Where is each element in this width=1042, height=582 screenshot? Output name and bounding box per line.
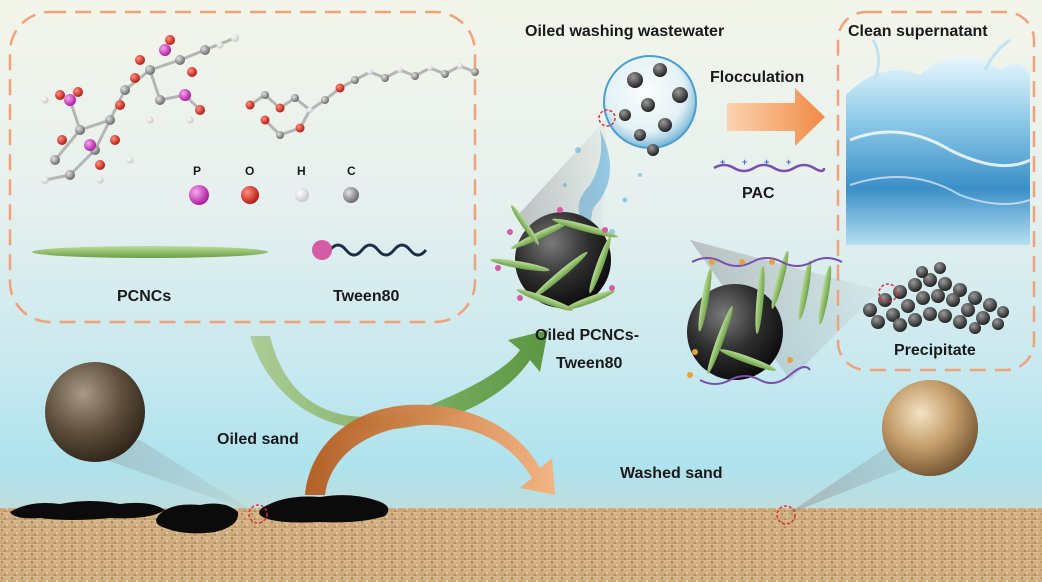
oiled-pcncs-rods — [490, 205, 618, 311]
oiled-pcncs-label-line2: Tween80 — [556, 355, 623, 372]
clean-supernatant-label: Clean supernatant — [848, 23, 988, 40]
oiled-sand-label: Oiled sand — [217, 431, 299, 448]
flocculated-charge-marks — [687, 259, 793, 378]
result-dashed-box — [836, 10, 1036, 372]
precipitate-label: Precipitate — [894, 342, 976, 359]
orange-curved-arrow — [305, 404, 555, 495]
atom-label-o: O — [245, 164, 255, 178]
svg-text:+: + — [742, 157, 747, 167]
oiled-washing-wastewater-label: Oiled washing wastewater — [525, 23, 725, 40]
pcnc-molecule-atoms — [41, 34, 239, 184]
oiled-sand-sphere — [45, 362, 145, 462]
precipitate-pile — [863, 262, 1009, 334]
wastewater-zoom-marker — [598, 109, 616, 127]
phosphorus-atom-sphere — [189, 185, 209, 205]
flocculated-rods — [698, 251, 832, 374]
flocculation-label: Flocculation — [710, 69, 805, 86]
flocculated-pac-chains — [691, 257, 843, 385]
atom-label-p: P — [193, 164, 202, 178]
oiled-pcncs-label-line1: Oiled PCNCs- — [535, 327, 640, 344]
atom-label-c: C — [347, 164, 356, 178]
precipitate-zoom-marker — [878, 283, 898, 303]
pcnc-rod-icon — [32, 246, 268, 258]
bubble-oil-particles — [619, 63, 688, 156]
tween80-label: Tween80 — [333, 288, 400, 305]
washed-sand-zoom-marker — [776, 505, 796, 525]
washed-sand-label: Washed sand — [620, 465, 723, 482]
oxygen-atom-sphere — [241, 186, 259, 204]
carbon-atom-sphere — [343, 187, 359, 203]
green-curved-arrow — [250, 330, 548, 430]
pac-chain-icon: + + + + — [713, 157, 826, 173]
tween80-molecule-model — [245, 63, 479, 139]
pcncs-label: PCNCs — [117, 288, 172, 305]
tween80-icon — [312, 240, 428, 260]
hydrogen-atom-sphere — [295, 188, 309, 202]
atom-label-h: H — [297, 164, 306, 178]
sand-bed — [0, 508, 1042, 582]
pac-label: PAC — [742, 185, 775, 202]
svg-text:+: + — [786, 157, 791, 167]
oiled-sand-zoom-marker — [248, 504, 268, 524]
oiled-pcncs-tween-heads — [495, 207, 615, 301]
floc-zoom-cone — [690, 240, 880, 380]
flocculation-arrow — [727, 88, 825, 146]
washed-sand-sphere — [882, 380, 978, 476]
legend-dashed-box — [8, 10, 477, 324]
oil-slicks — [10, 495, 389, 534]
svg-text:+: + — [720, 157, 725, 167]
svg-text:+: + — [764, 157, 769, 167]
clean-water-image — [846, 38, 1031, 246]
